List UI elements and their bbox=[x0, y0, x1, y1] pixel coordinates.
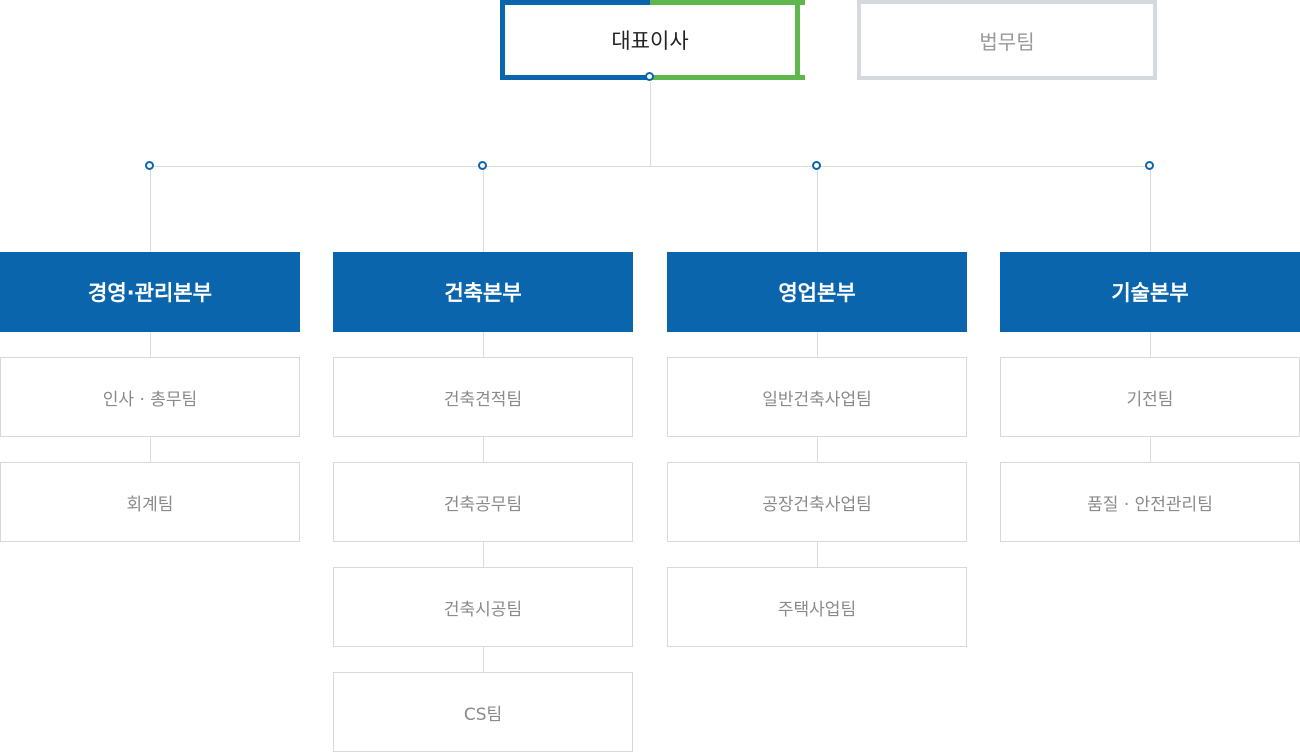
division-label: 기술본부 bbox=[1111, 281, 1189, 305]
team-label: 품질 · 안전관리팀 bbox=[1087, 494, 1213, 515]
team-box: 건축시공팀 bbox=[333, 567, 633, 647]
team-box: 인사 · 총무팀 bbox=[0, 357, 300, 437]
team-box: 건축공무팀 bbox=[333, 462, 633, 542]
division-label: 경영·관리본부 bbox=[88, 281, 212, 305]
ceo-connector-line bbox=[650, 82, 651, 166]
division-2-drop-line bbox=[483, 166, 484, 252]
ceo-connector-dot bbox=[645, 72, 654, 81]
team-label: 회계팀 bbox=[126, 494, 174, 515]
ceo-box-green-accent-bottom bbox=[650, 75, 805, 80]
team-box: 기전팀 bbox=[1000, 357, 1300, 437]
team-label: 일반건축사업팀 bbox=[762, 389, 872, 410]
team-box: 회계팀 bbox=[0, 462, 300, 542]
division-4-dot bbox=[1145, 161, 1154, 170]
division-technology: 기술본부 bbox=[1000, 252, 1300, 332]
division-sales: 영업본부 bbox=[667, 252, 967, 332]
division-1-drop-line bbox=[150, 166, 151, 252]
team-label: 주택사업팀 bbox=[777, 599, 857, 620]
ceo-label: 대표이사 bbox=[611, 29, 689, 53]
ceo-box: 대표이사 bbox=[500, 0, 805, 80]
division-label: 영업본부 bbox=[778, 281, 856, 305]
team-label: 공장건축사업팀 bbox=[762, 494, 872, 515]
team-box: 품질 · 안전관리팀 bbox=[1000, 462, 1300, 542]
division-3-drop-line bbox=[817, 166, 818, 252]
ceo-box-green-accent-top bbox=[650, 0, 805, 5]
team-box: 주택사업팀 bbox=[667, 567, 967, 647]
team-box: 건축견적팀 bbox=[333, 357, 633, 437]
division-construction: 건축본부 bbox=[333, 252, 633, 332]
legal-team-label: 법무팀 bbox=[979, 29, 1035, 54]
division-3-team-line bbox=[817, 332, 818, 567]
division-2-dot bbox=[478, 161, 487, 170]
team-label: 건축공무팀 bbox=[443, 494, 523, 515]
team-box: 공장건축사업팀 bbox=[667, 462, 967, 542]
team-label: 인사 · 총무팀 bbox=[102, 389, 198, 410]
legal-team-box: 법무팀 bbox=[857, 0, 1157, 80]
division-label: 건축본부 bbox=[444, 281, 522, 305]
team-label: CS팀 bbox=[463, 704, 503, 725]
team-label: 기전팀 bbox=[1126, 389, 1174, 410]
division-3-dot bbox=[812, 161, 821, 170]
division-bus-line bbox=[150, 166, 1150, 167]
team-box: CS팀 bbox=[333, 672, 633, 752]
team-label: 건축견적팀 bbox=[443, 389, 523, 410]
team-box: 일반건축사업팀 bbox=[667, 357, 967, 437]
division-1-dot bbox=[145, 161, 154, 170]
team-label: 건축시공팀 bbox=[443, 599, 523, 620]
division-4-drop-line bbox=[1150, 166, 1151, 252]
division-management: 경영·관리본부 bbox=[0, 252, 300, 332]
